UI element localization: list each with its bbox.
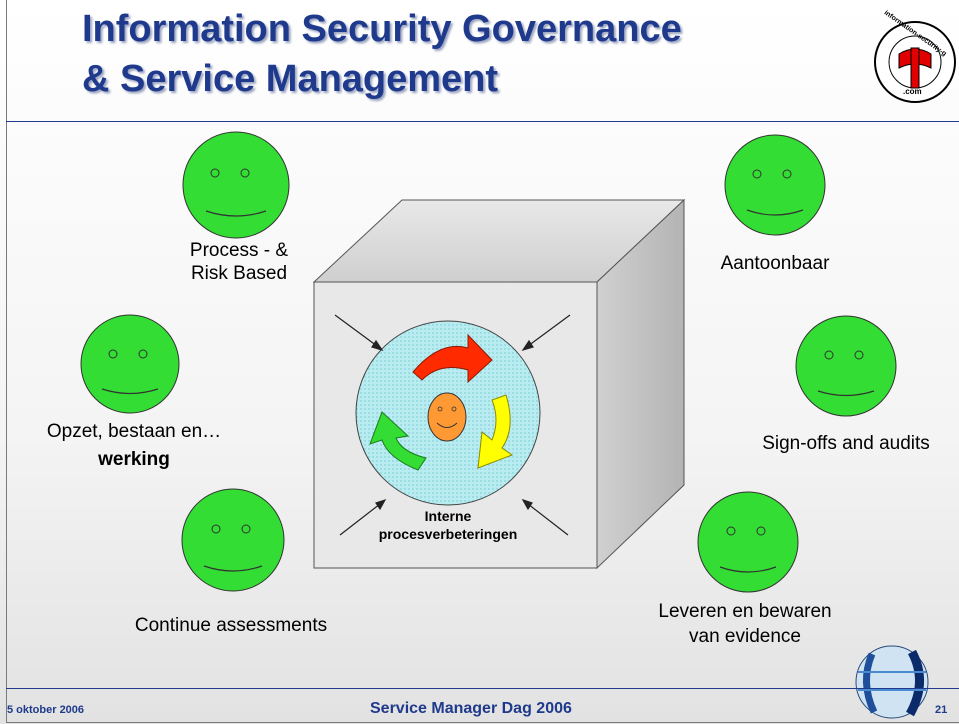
title-divider	[6, 121, 959, 122]
smiley-icon	[697, 491, 799, 593]
label-continue: Continue assessments	[134, 615, 328, 636]
label-opzet-line2: werking	[98, 449, 170, 470]
red-cycle-arrow	[412, 333, 493, 384]
label-process-line1: Process - &	[189, 240, 289, 261]
globe-logo	[855, 645, 929, 719]
security-governance-logo	[874, 21, 956, 103]
center-smiley-icon	[427, 392, 467, 442]
footer-divider	[6, 688, 959, 689]
label-signoffs: Sign-offs and audits	[762, 433, 930, 454]
smiley-icon	[182, 131, 290, 239]
slide-frame	[6, 0, 959, 723]
smiley-icon	[724, 134, 826, 236]
slide-title-line2: & Service Management	[82, 58, 499, 100]
footer-event: Service Manager Dag 2006	[370, 700, 572, 717]
label-interne-line1: Interne	[424, 508, 472, 524]
label-process-line2: Risk Based	[190, 263, 288, 284]
logo-suffix: .com	[903, 87, 922, 96]
smiley-icon	[795, 315, 897, 417]
label-opzet-line1: Opzet, bestaan en…	[46, 421, 222, 442]
slide-title-line1: Information Security Governance	[82, 8, 682, 50]
label-aantoonbaar: Aantoonbaar	[720, 253, 830, 274]
footer-page-number: 21	[935, 704, 948, 716]
label-leveren-line1: Leveren en bewaren	[658, 601, 832, 622]
smiley-icon	[181, 488, 285, 592]
inward-arrows	[334, 314, 571, 536]
footer-date: 5 oktober 2006	[7, 704, 85, 716]
green-cycle-arrow	[369, 411, 427, 471]
smiley-icon	[80, 314, 180, 414]
label-leveren-line2: van evidence	[689, 626, 801, 647]
label-interne-line2: procesverbeteringen	[378, 526, 518, 542]
yellow-cycle-arrow	[477, 394, 514, 469]
